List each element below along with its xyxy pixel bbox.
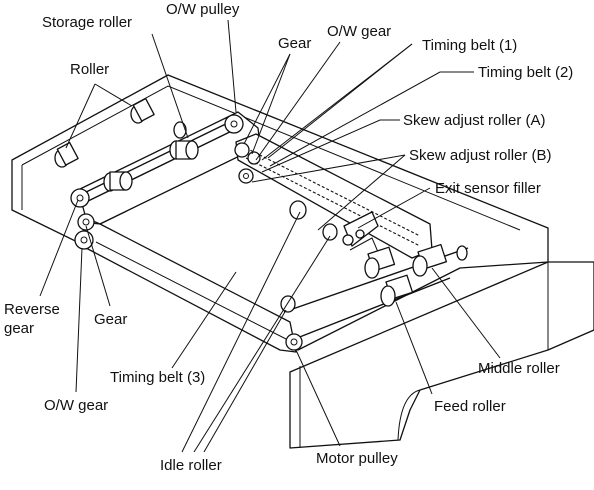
label-storage-roller: Storage roller — [42, 14, 132, 31]
label-roller: Roller — [70, 61, 109, 78]
label-timing-belt-3: Timing belt (3) — [110, 369, 205, 386]
loose-rollers — [54, 97, 187, 168]
label-skew-adjust-roller-b: Skew adjust roller (B) — [409, 147, 552, 164]
motor-pulley — [285, 333, 303, 351]
label-ow-pulley: O/W pulley — [166, 1, 240, 18]
label-skew-adjust-roller-a: Skew adjust roller (A) — [403, 112, 546, 129]
label-gear-top: Gear — [278, 35, 311, 52]
feed-middle-rollers — [364, 243, 468, 307]
base-frame — [11, 74, 594, 449]
label-feed-roller: Feed roller — [434, 398, 506, 415]
label-reverse-gear-line2: gear — [4, 320, 34, 337]
label-timing-belt-1: Timing belt (1) — [422, 37, 517, 54]
top-gears — [224, 114, 261, 184]
label-ow-gear-top: O/W gear — [327, 23, 391, 40]
label-exit-sensor-filler: Exit sensor filler — [435, 180, 541, 197]
label-middle-roller: Middle roller — [478, 360, 560, 377]
label-motor-pulley: Motor pulley — [316, 450, 398, 467]
right-rail — [235, 133, 433, 259]
label-reverse-gear-line1: Reverse — [4, 301, 60, 318]
idle-rollers — [280, 200, 338, 313]
label-ow-gear-bottom: O/W gear — [44, 397, 108, 414]
storage-rollers — [103, 140, 199, 192]
label-timing-belt-2: Timing belt (2) — [478, 64, 573, 81]
label-idle-roller: Idle roller — [160, 457, 222, 474]
label-gear-left: Gear — [94, 311, 127, 328]
exit-sensor-mechanism — [342, 211, 379, 253]
leader-lines — [39, 19, 501, 453]
